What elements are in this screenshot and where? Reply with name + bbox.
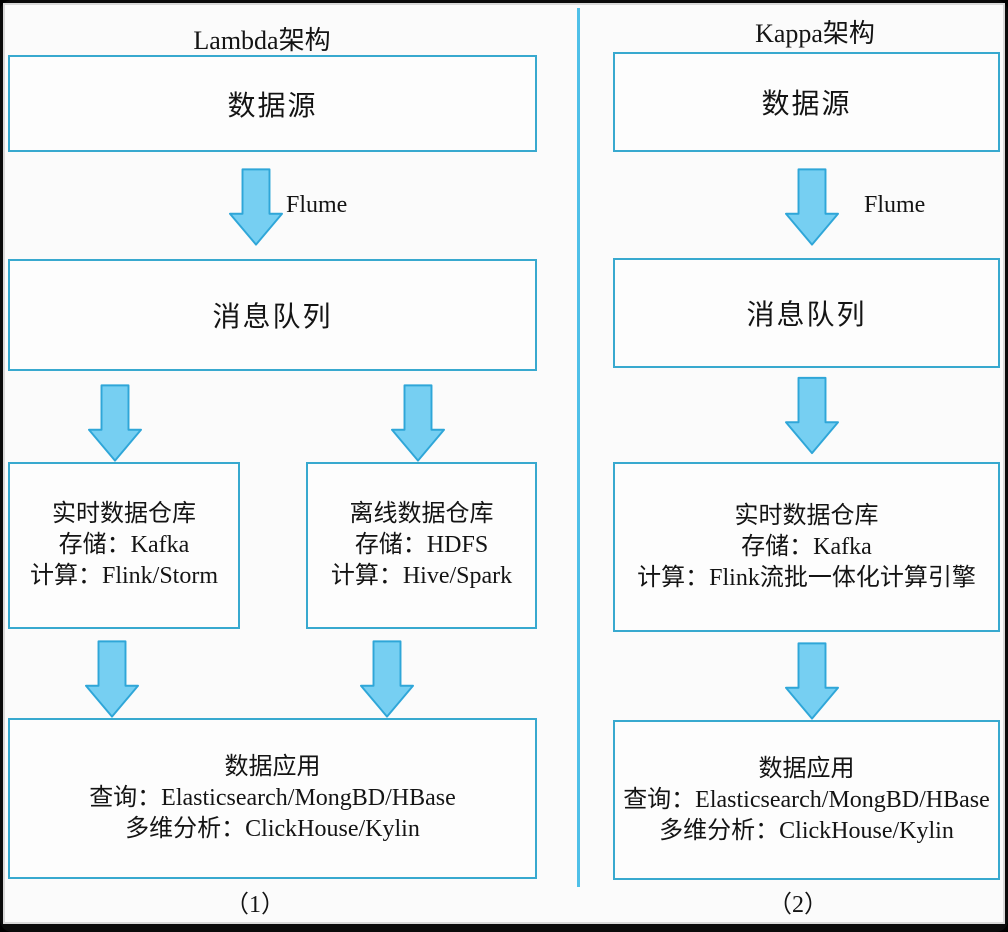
source-box-label: 数据源 [761, 89, 852, 120]
lambda-caption: （1） [225, 892, 285, 918]
down-arrow-icon [785, 167, 839, 247]
kappa-realtime-warehouse-box: 实时数据仓库 存储：Kafka 计算：Flink流批一体化计算引擎 [613, 462, 1000, 632]
down-arrow-icon [785, 376, 839, 455]
lambda-flume-label: Flume [286, 192, 348, 218]
kappa-source-box: 数据源 [613, 52, 1000, 152]
kappa-data-app-box: 数据应用 查询：Elasticsearch/MongBD/HBase 多维分析：… [613, 720, 1000, 880]
lambda-source-box: 数据源 [8, 55, 537, 152]
app-box-title: 数据应用 [224, 754, 321, 780]
kappa-column-title: Kappa架构 [755, 19, 875, 48]
lambda-queue-box: 消息队列 [8, 259, 537, 371]
source-box-label: 数据源 [227, 90, 318, 122]
down-arrow-icon [229, 167, 283, 247]
lambda-offline-warehouse-box: 离线数据仓库 存储：HDFS 计算：Hive/Spark [306, 462, 537, 629]
down-arrow-icon [391, 384, 445, 462]
queue-box-label: 消息队列 [746, 300, 867, 331]
app-box-title: 数据应用 [758, 755, 855, 782]
app-box-query: 查询：Elasticsearch/MongBD/HBase [89, 785, 456, 811]
lambda-realtime-warehouse-box: 实时数据仓库 存储：Kafka 计算：Flink/Storm [8, 462, 240, 629]
realtime-box-compute: 计算：Flink/Storm [29, 563, 219, 589]
app-box-query: 查询：Elasticsearch/MongBD/HBase [623, 786, 990, 813]
lambda-column-title: Lambda架构 [193, 26, 331, 55]
app-box-olap: 多维分析：ClickHouse/Kylin [659, 817, 954, 844]
offline-box-title: 离线数据仓库 [349, 501, 494, 527]
down-arrow-icon [785, 642, 839, 720]
kappa-queue-box: 消息队列 [613, 258, 1000, 368]
down-arrow-icon [85, 640, 139, 718]
queue-box-label: 消息队列 [212, 302, 333, 333]
app-box-olap: 多维分析：ClickHouse/Kylin [125, 816, 420, 842]
realtime-box-title: 实时数据仓库 [734, 502, 879, 529]
kappa-caption: （2） [768, 892, 828, 918]
column-divider-line [577, 8, 580, 887]
realtime-box-storage: 存储：Kafka [741, 533, 872, 560]
realtime-box-storage: 存储：Kafka [58, 532, 190, 558]
down-arrow-icon [88, 384, 142, 462]
realtime-box-compute: 计算：Flink流批一体化计算引擎 [637, 564, 976, 591]
realtime-box-title: 实时数据仓库 [52, 501, 196, 527]
lambda-data-app-box: 数据应用 查询：Elasticsearch/MongBD/HBase 多维分析：… [8, 718, 537, 879]
kappa-flume-label: Flume [864, 192, 926, 218]
offline-box-storage: 存储：HDFS [354, 532, 489, 558]
down-arrow-icon [360, 640, 414, 718]
offline-box-compute: 计算：Hive/Spark [330, 563, 513, 589]
